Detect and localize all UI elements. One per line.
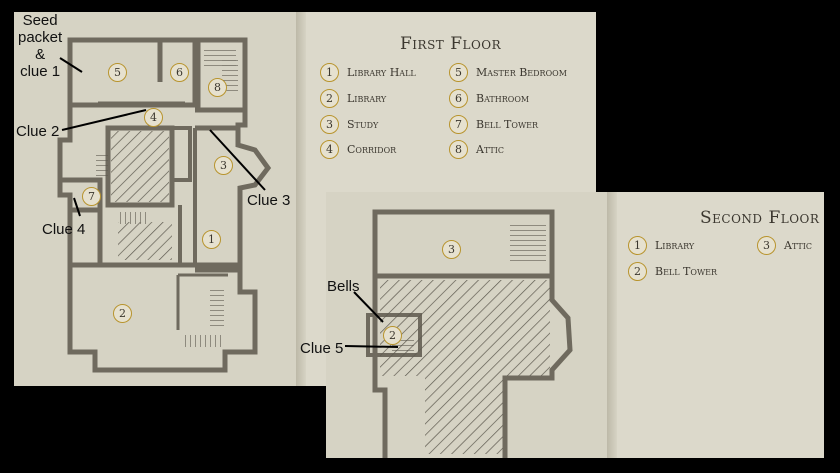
room-number-badge: 3 <box>214 156 233 175</box>
legend-item-library-hall: 1 Library Hall <box>320 63 416 82</box>
legend-label: Library <box>347 92 387 105</box>
legend-item-master-bedroom: 5 Master Bedroom <box>449 63 567 82</box>
second-floor-map <box>366 209 573 458</box>
map-room-5[interactable]: 5 <box>108 63 135 82</box>
legend-item-library: 2 Library <box>320 89 386 108</box>
first-floor-title: First Floor <box>400 34 502 54</box>
annotation-clue-5: Clue 5 <box>300 340 344 357</box>
legend2-item-library: 1 Library <box>628 236 694 255</box>
second-floor-title: Second Floor <box>700 208 820 228</box>
legend-item-corridor: 4 Corridor <box>320 140 396 159</box>
annotation-clue-2: Clue 2 <box>16 123 60 140</box>
annotation-line: Seed <box>22 12 58 29</box>
room-number-badge: 2 <box>113 304 132 323</box>
map-room-1[interactable]: 1 <box>202 230 229 249</box>
annotation-clue-3: Clue 3 <box>247 192 291 209</box>
legend2-item-attic: 3 Attic <box>757 236 812 255</box>
annotation-clue-4: Clue 4 <box>42 221 86 238</box>
map-room-3[interactable]: 3 <box>214 156 241 175</box>
annotation-line: clue 1 <box>20 63 61 80</box>
legend-number: 6 <box>449 89 468 108</box>
legend-number: 1 <box>628 236 647 255</box>
map2-room-3[interactable]: 3 <box>442 240 469 259</box>
legend-label: Library Hall <box>347 66 416 79</box>
room-number-badge: 3 <box>442 240 461 259</box>
map-room-8[interactable]: 8 <box>208 78 235 97</box>
legend-label: Study <box>347 118 379 131</box>
legend-item-bathroom: 6 Bathroom <box>449 89 529 108</box>
room-number-badge: 5 <box>108 63 127 82</box>
map-room-7[interactable]: 7 <box>82 187 109 206</box>
legend-number: 3 <box>757 236 776 255</box>
room-number-badge: 1 <box>202 230 221 249</box>
annotation-line: & <box>35 46 46 63</box>
legend-label: Attic <box>476 143 505 156</box>
annotation-line: packet <box>18 29 63 46</box>
legend-label: Corridor <box>347 143 397 156</box>
map2-room-2[interactable]: 2 <box>383 326 410 345</box>
legend-item-attic: 8 Attic <box>449 140 504 159</box>
first-floor-gutter <box>296 12 306 386</box>
map-room-2[interactable]: 2 <box>113 304 140 323</box>
second-floor-gutter <box>607 192 617 458</box>
first-floor-map <box>57 37 272 373</box>
legend-item-study: 3 Study <box>320 115 378 134</box>
legend-label: Library <box>655 239 695 252</box>
second-floor-right-page <box>610 192 824 458</box>
legend-number: 8 <box>449 140 468 159</box>
legend-label: Attic <box>784 239 813 252</box>
legend-number: 3 <box>320 115 339 134</box>
map-room-4[interactable]: 4 <box>144 108 171 127</box>
room-number-badge: 8 <box>208 78 227 97</box>
legend-number: 7 <box>449 115 468 134</box>
legend2-item-bell-tower: 2 Bell Tower <box>628 262 717 281</box>
annotation-bells: Bells <box>327 278 360 295</box>
legend-label: Bell Tower <box>655 265 718 278</box>
room-number-badge: 6 <box>170 63 189 82</box>
legend-label: Bell Tower <box>476 118 539 131</box>
legend-number: 2 <box>628 262 647 281</box>
legend-label: Master Bedroom <box>476 66 567 79</box>
legend-item-bell-tower: 7 Bell Tower <box>449 115 538 134</box>
legend-number: 4 <box>320 140 339 159</box>
room-number-badge: 2 <box>383 326 402 345</box>
map-room-6[interactable]: 6 <box>170 63 197 82</box>
legend-number: 1 <box>320 63 339 82</box>
legend-number: 5 <box>449 63 468 82</box>
legend-number: 2 <box>320 89 339 108</box>
annotation-lines <box>59 57 399 348</box>
room-number-badge: 7 <box>82 187 101 206</box>
legend-label: Bathroom <box>476 92 530 105</box>
annotation-seed-packet: Seed packet & clue 1 <box>18 12 62 80</box>
room-number-badge: 4 <box>144 108 163 127</box>
